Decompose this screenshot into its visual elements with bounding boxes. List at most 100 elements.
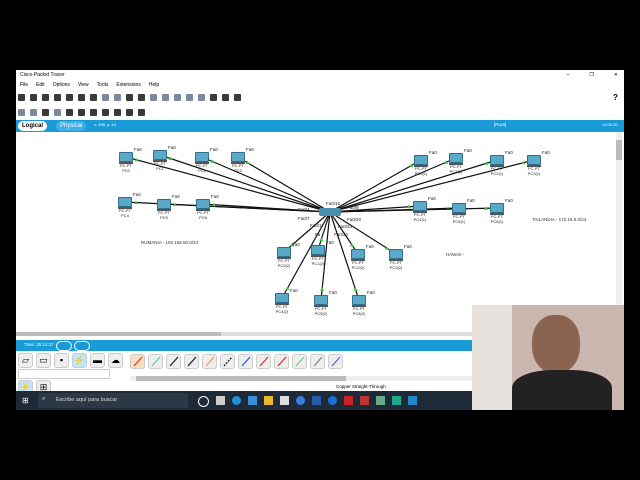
media-icon[interactable] — [408, 396, 417, 405]
cluster-icon[interactable] — [222, 93, 229, 101]
recorder-icon[interactable] — [360, 396, 369, 405]
select-icon[interactable] — [18, 108, 25, 116]
cable-type-icon[interactable] — [328, 354, 343, 369]
pc-icon[interactable] — [527, 155, 541, 167]
store-icon[interactable] — [280, 396, 289, 405]
viewport-icon[interactable] — [210, 93, 217, 101]
pc-icon[interactable] — [490, 203, 504, 215]
connections-icon[interactable]: ⚡ — [72, 353, 87, 368]
acrobat-icon[interactable] — [344, 396, 353, 405]
save-icon[interactable] — [42, 93, 49, 101]
pc-icon[interactable] — [119, 152, 133, 164]
root-label[interactable]: [Root] — [494, 122, 507, 127]
cable-type-icon[interactable] — [274, 354, 289, 369]
complex-pdu-icon[interactable] — [138, 108, 145, 116]
pc-icon[interactable] — [449, 153, 463, 165]
draw-line-icon[interactable] — [78, 108, 85, 116]
cortana-icon[interactable] — [198, 396, 209, 407]
edge-icon[interactable] — [232, 396, 241, 405]
minimize-button[interactable]: – — [566, 72, 570, 78]
cable-type-icon[interactable] — [130, 354, 145, 369]
multiuser-icon[interactable]: ☁ — [108, 353, 123, 368]
copy-icon[interactable] — [102, 93, 109, 101]
pc-icon[interactable] — [314, 295, 328, 307]
redo-icon[interactable] — [138, 93, 145, 101]
vertical-scrollbar[interactable] — [616, 132, 622, 332]
cable-type-icon[interactable] — [166, 354, 181, 369]
menu-extensions[interactable]: Extensions — [116, 82, 141, 88]
pc-icon[interactable] — [277, 247, 291, 259]
drawing-palette-icon[interactable] — [186, 93, 193, 101]
windows-start-icon[interactable]: ⊞ — [22, 396, 29, 405]
new-icon[interactable] — [18, 93, 25, 101]
palette-scrollbar[interactable] — [130, 376, 472, 381]
zoom-out-icon[interactable] — [174, 93, 181, 101]
download-icon[interactable] — [392, 396, 401, 405]
inspect-icon[interactable] — [30, 108, 37, 116]
pc-icon[interactable] — [153, 150, 167, 162]
taskbar-search[interactable]: ⌕ Escribe aquí para buscar — [38, 393, 188, 408]
restore-button[interactable]: ❐ — [589, 72, 594, 78]
logical-workspace[interactable]: RUMANIA - 192.168.50.0/24 TAILANDIA - 17… — [16, 132, 622, 336]
close-button[interactable]: ✕ — [613, 72, 618, 78]
pc-icon[interactable] — [452, 203, 466, 215]
misc-icon[interactable]: ▬ — [90, 353, 105, 368]
network-info-icon[interactable] — [90, 93, 97, 101]
horizontal-scrollbar[interactable] — [16, 332, 616, 336]
cable-type-icon[interactable] — [202, 354, 217, 369]
simple-pdu-icon[interactable] — [126, 108, 133, 116]
switch-icon[interactable] — [319, 208, 341, 216]
pc-icon[interactable] — [490, 155, 504, 167]
help-button[interactable]: ? — [613, 92, 618, 102]
undo-icon[interactable] — [126, 93, 133, 101]
pc-icon[interactable] — [157, 199, 171, 211]
wizard-icon[interactable] — [78, 93, 85, 101]
components-icon[interactable]: ▪ — [54, 353, 69, 368]
tab-physical[interactable]: Physical — [56, 121, 87, 131]
note-icon[interactable] — [66, 108, 73, 116]
custom-device-icon[interactable] — [198, 93, 205, 101]
pc-icon[interactable] — [352, 295, 366, 307]
zoom-reset-icon[interactable] — [162, 93, 169, 101]
cable-type-icon[interactable] — [148, 354, 163, 369]
menu-tools[interactable]: Tools — [96, 82, 109, 88]
end-devices-icon[interactable]: ▭ — [36, 353, 51, 368]
pc-icon[interactable] — [311, 245, 325, 257]
network-devices-icon[interactable]: ▱ — [18, 353, 33, 368]
pc-icon[interactable] — [389, 249, 403, 261]
task-view-icon[interactable] — [216, 396, 225, 405]
pc-icon[interactable] — [275, 293, 289, 305]
delete-icon[interactable] — [42, 108, 49, 116]
app-icon[interactable] — [328, 396, 337, 405]
info-icon[interactable] — [66, 93, 73, 101]
image-icon[interactable] — [234, 93, 241, 101]
print-icon[interactable] — [54, 93, 61, 101]
menu-view[interactable]: View — [77, 82, 89, 88]
zoom-in-icon[interactable] — [150, 93, 157, 101]
pc-icon[interactable] — [231, 152, 245, 164]
firefox-icon[interactable] — [296, 396, 305, 405]
cable-type-icon[interactable] — [184, 354, 199, 369]
pc-icon[interactable] — [196, 199, 210, 211]
tab-logical[interactable]: Logical — [18, 121, 48, 131]
cable-type-icon[interactable] — [256, 354, 271, 369]
pc-icon[interactable] — [351, 249, 365, 261]
menu-file[interactable]: File — [20, 82, 29, 88]
paste-icon[interactable] — [114, 93, 121, 101]
freeform-icon[interactable] — [114, 108, 121, 116]
device-search-box[interactable] — [18, 369, 110, 379]
cable-type-icon[interactable] — [310, 354, 325, 369]
ellipse-icon[interactable] — [102, 108, 109, 116]
file-explorer-icon[interactable] — [264, 396, 273, 405]
menu-options[interactable]: Options — [52, 82, 70, 88]
rectangle-icon[interactable] — [90, 108, 97, 116]
word-icon[interactable] — [312, 396, 321, 405]
power-cycle-button[interactable] — [56, 341, 72, 351]
open-icon[interactable] — [30, 93, 37, 101]
menu-help[interactable]: Help — [148, 82, 160, 88]
packet-tracer-icon[interactable] — [376, 396, 385, 405]
resize-icon[interactable] — [54, 108, 61, 116]
menu-edit[interactable]: Edit — [36, 82, 45, 88]
cable-type-icon[interactable] — [238, 354, 253, 369]
pc-icon[interactable] — [118, 197, 132, 209]
